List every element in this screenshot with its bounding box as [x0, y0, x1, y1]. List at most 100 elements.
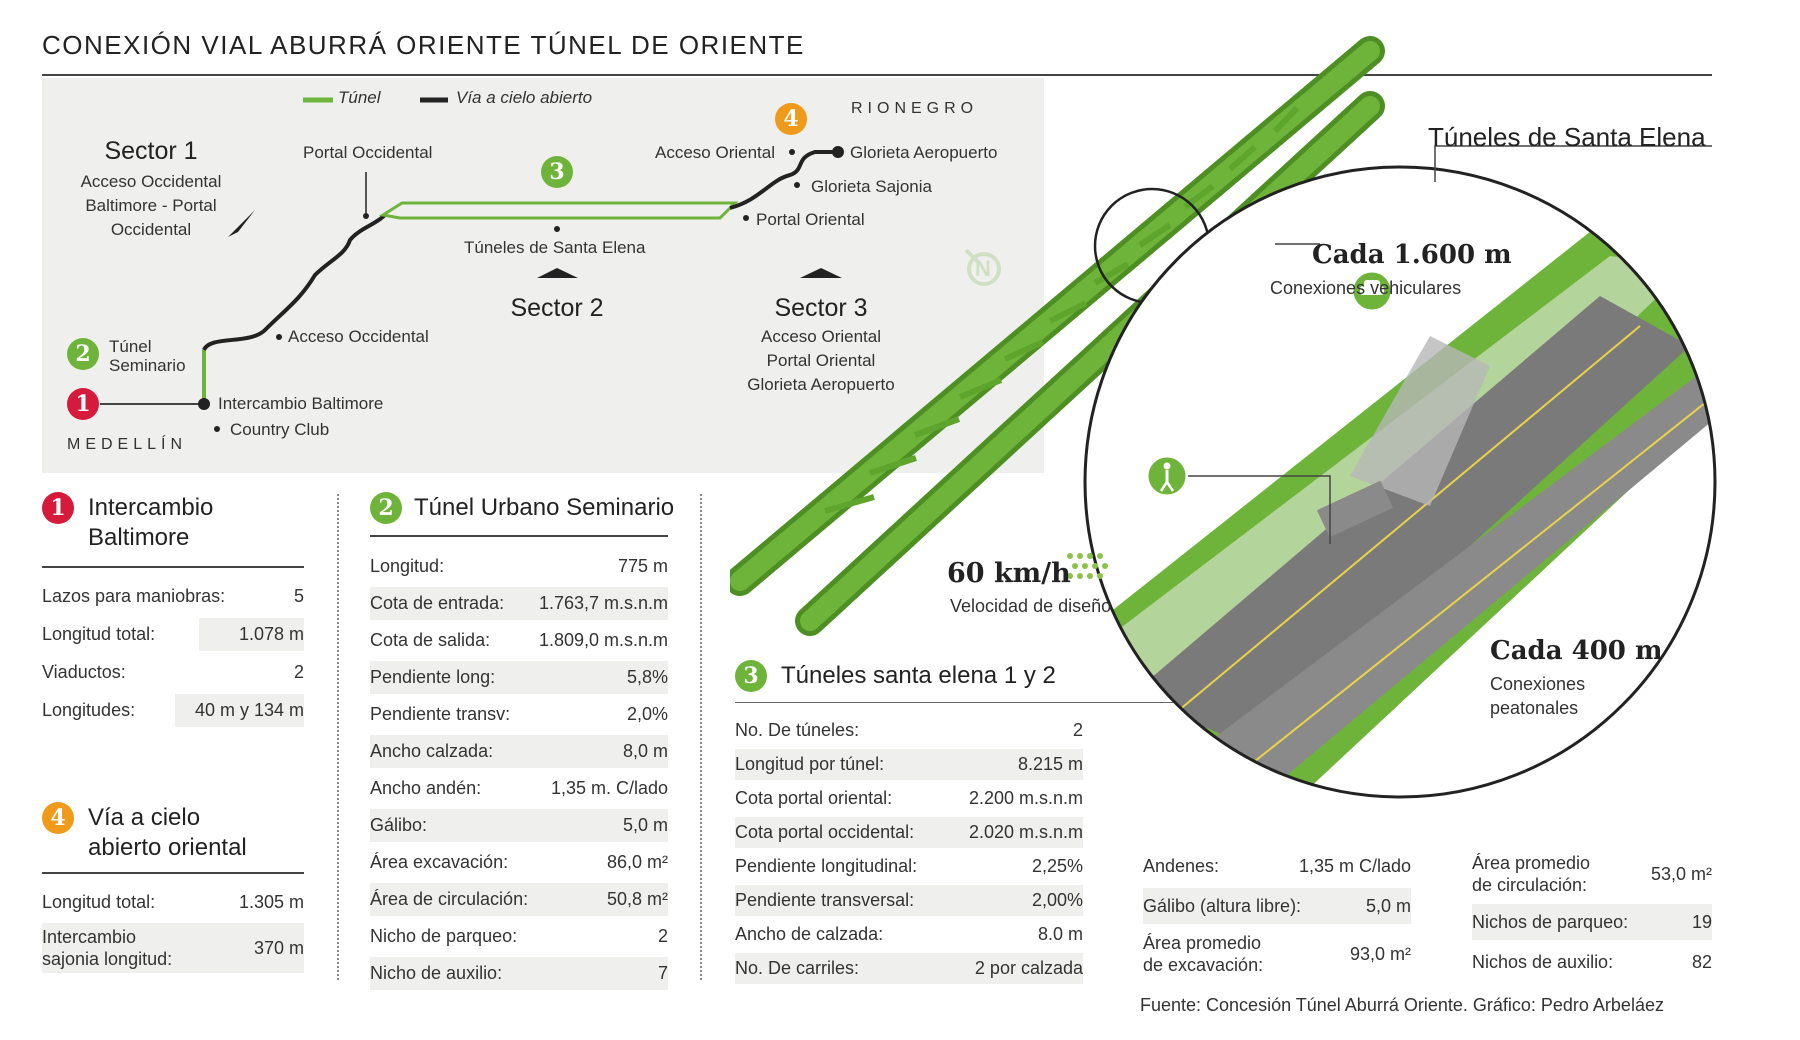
- legend-tunnel: Túnel: [338, 88, 381, 107]
- section3-divider: [735, 702, 1225, 703]
- section3-title: Túneles santa elena 1 y 2: [781, 662, 1056, 689]
- row-value: 775 m: [617, 556, 668, 576]
- legend-open-road: Vía a cielo abierto: [456, 88, 593, 107]
- row-value: 40 m y 134 m: [174, 694, 304, 727]
- row-label: Cota portal occidental:: [735, 822, 915, 842]
- row-value: 53,0 m²: [1650, 864, 1712, 884]
- table-row: Longitud por túnel:8.215 m: [735, 749, 1083, 780]
- row-value: 2,25%: [1031, 856, 1083, 876]
- row-label: Lazos para maniobras:: [42, 586, 226, 606]
- node-intercambio-baltimore: [198, 398, 210, 410]
- sector3-line: Portal Oriental: [766, 351, 876, 370]
- section1-divider: [42, 566, 304, 568]
- row-value: 2,00%: [1031, 890, 1083, 910]
- label-acceso-occidental: Acceso Occidental: [288, 327, 429, 346]
- sector3-description: Acceso Oriental Portal Oriental Glorieta…: [730, 325, 912, 397]
- sector2-title: Sector 2: [510, 294, 604, 322]
- row-value: 1,35 m C/lado: [1298, 855, 1411, 876]
- row-value: 1.763,7 m.s.n.m: [538, 593, 668, 613]
- row-label-line: Intercambio: [42, 927, 137, 947]
- row-value: 86,0 m²: [606, 852, 668, 872]
- sector3-arrow: [800, 268, 842, 278]
- row-value: 2 por calzada: [974, 958, 1083, 978]
- row-value: 1.305 m: [238, 892, 304, 912]
- label-line: peatonales: [1490, 698, 1579, 718]
- row-label: Gálibo (altura libre):: [1143, 895, 1302, 916]
- row-value: 82: [1691, 951, 1712, 972]
- table-row: No. De túneles:2: [735, 715, 1083, 746]
- row-label: Pendiente longitudinal:: [735, 856, 918, 876]
- section4-badge: 4: [42, 802, 74, 834]
- row-value: 2.200 m.s.n.m: [968, 788, 1083, 808]
- table-row: Pendiente long:5,8%: [370, 661, 668, 694]
- label-tuneles-santa-elena: Túneles de Santa Elena: [464, 238, 646, 257]
- section2-badge: 2: [370, 492, 402, 524]
- title-divider: [42, 74, 1712, 76]
- marker-3: 3: [541, 156, 573, 188]
- label-intercambio-baltimore: Intercambio Baltimore: [218, 394, 384, 413]
- row-value: 50,8 m²: [606, 889, 668, 909]
- section1-title: Intercambio Baltimore: [88, 493, 213, 553]
- speed-dots-icon: [1067, 553, 1108, 579]
- speed-value: 60 km/h: [947, 558, 1071, 589]
- row-value: 19: [1691, 911, 1712, 932]
- pedestrian-connections-label: Conexiones peatonales: [1490, 672, 1585, 720]
- car-icon: [1350, 269, 1394, 313]
- row-label: Cota de salida:: [370, 630, 491, 650]
- vehicle-connections-label: Conexiones vehiculares: [1270, 278, 1462, 298]
- row-value: 8.0 m: [1037, 924, 1083, 944]
- section1-title-line: Baltimore: [88, 524, 190, 551]
- every-1600-label: Cada 1.600 m: [1312, 240, 1512, 270]
- table-row: Área de circulación:50,8 m²: [370, 883, 668, 916]
- row-value: 5,8%: [626, 667, 668, 687]
- row-label: Ancho andén:: [370, 778, 482, 798]
- tunnel-detail-view: [1085, 167, 1715, 797]
- pedestrian-icon: [1145, 454, 1189, 498]
- label-glorieta-aeropuerto: Glorieta Aeropuerto: [850, 143, 998, 162]
- row-value: 8.215 m: [1017, 754, 1083, 774]
- sector3-line: Acceso Oriental: [761, 327, 881, 346]
- sector1-arrow: [228, 210, 255, 237]
- sector1-description: Acceso Occidental Baltimore - Portal Occ…: [56, 170, 246, 242]
- label-line: Túnel: [109, 337, 152, 356]
- sector2-arrow: [537, 268, 578, 278]
- row-value: 5,0 m: [1365, 895, 1411, 916]
- row-value: 370 m: [253, 938, 304, 958]
- table-row: Cota de salida:1.809,0 m.s.n.m: [370, 624, 668, 657]
- label-tunel-seminario: Túnel Seminario: [109, 337, 186, 375]
- row-value: 2: [657, 926, 668, 946]
- row-label: Cota de entrada:: [370, 593, 505, 613]
- table-row: Pendiente transv:2,0%: [370, 698, 668, 731]
- section1-table: Lazos para maniobras:5 Longitud total:1.…: [42, 580, 304, 727]
- table-row: Nicho de auxilio:7: [370, 957, 668, 990]
- row-value: 5,0 m: [622, 815, 668, 835]
- row-value: 2: [293, 662, 304, 682]
- source-credit: Fuente: Concesión Túnel Aburrá Oriente. …: [1140, 995, 1664, 1015]
- table-row: Longitud total:1.078 m: [42, 618, 304, 651]
- extra-specs-col1: Andenes:1,35 m C/lado Gálibo (altura lib…: [1143, 848, 1411, 980]
- santa-elena-tunnel-path: [378, 201, 739, 220]
- row-label: Nichos de auxilio:: [1472, 951, 1614, 972]
- label-country-club: Country Club: [230, 420, 330, 439]
- row-label-line: Área promedio: [1472, 853, 1591, 873]
- table-row: Cota portal oriental: 2.200 m.s.n.m: [735, 783, 1083, 814]
- open-road-east-path: [729, 150, 838, 210]
- row-value: 1,35 m. C/lado: [550, 778, 668, 798]
- row-label: Nichos de parqueo:: [1472, 911, 1629, 932]
- row-value: 7: [657, 963, 668, 983]
- label-portal-occidental: Portal Occidental: [303, 143, 433, 162]
- table-row: No. De carriles:2 por calzada: [735, 953, 1083, 984]
- row-label: Cota portal oriental:: [735, 788, 893, 808]
- city-rionegro: RIONEGRO: [851, 100, 979, 117]
- section2-title: Túnel Urbano Seminario: [414, 494, 675, 521]
- marker-4: 4: [775, 103, 807, 135]
- row-label-line: de circulación:: [1472, 875, 1588, 895]
- label-glorieta-sajonia: Glorieta Sajonia: [811, 177, 932, 196]
- row-label: Pendiente transversal:: [735, 890, 915, 910]
